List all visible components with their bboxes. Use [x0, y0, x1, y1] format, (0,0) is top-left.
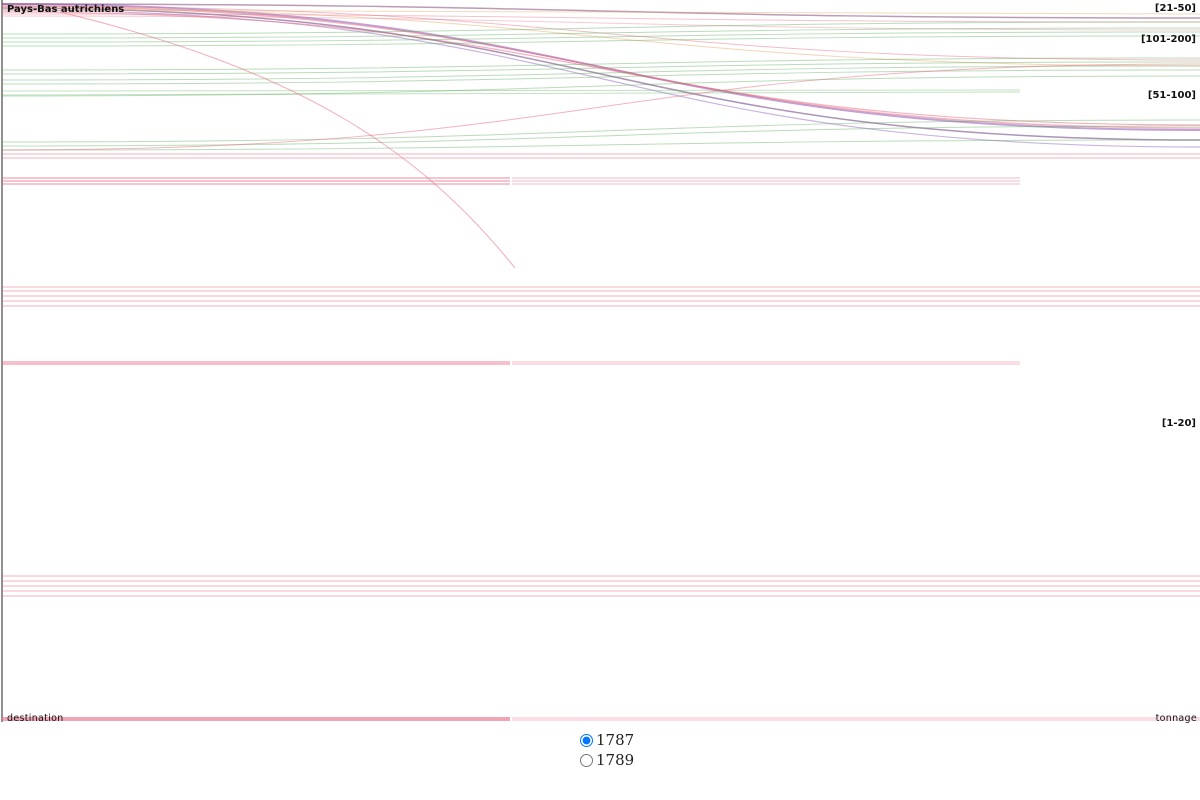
year-option-1789[interactable]: 1789 [578, 750, 658, 770]
right-category-label-1-20: [1-20] [1162, 418, 1196, 429]
year-radio-1787[interactable] [580, 733, 593, 747]
ribbon [1, 91, 1021, 96]
ribbon [1, 75, 1200, 97]
parallel-sets-chart: Pays-Bas autrichiens destination [21-50]… [1, 0, 1200, 724]
right-category-label-101-200: [101-200] [1141, 34, 1196, 45]
ribbon [1, 31, 1200, 43]
ribbon [1, 65, 1200, 81]
ribbon [1, 21, 1200, 35]
right-axis-title: tonnage [1156, 713, 1197, 724]
ribbon [1, 139, 1200, 151]
year-option-1787[interactable]: 1787 [578, 730, 658, 750]
ribbon [1, 13, 1200, 23]
ribbon [1, 5, 1200, 61]
year-label-1787: 1787 [596, 731, 635, 749]
ribbon [59, 11, 516, 269]
ribbon [1, 15, 1200, 31]
ribbon [1, 3, 1200, 19]
ribbon [1, 7, 1200, 141]
right-category-label-21-50: [21-50] [1155, 3, 1196, 14]
ribbon [1, 11, 1200, 126]
year-radio-group: 1787 1789 [578, 730, 658, 770]
ribbon [1, 5, 1200, 129]
year-radio-1789[interactable] [580, 753, 593, 767]
ribbon [1, 61, 1200, 75]
right-category-label-51-100: [51-100] [1148, 90, 1196, 101]
ribbon [1, 63, 1200, 151]
ribbon [1, 119, 1200, 143]
ribbon [1, 35, 1200, 47]
ribbon [1, 69, 1200, 85]
ribbon [1, 89, 1021, 92]
ribbons-group [1, 3, 1200, 721]
ribbon [1, 57, 1200, 71]
ribbon [1, 27, 1200, 39]
ribbon [1, 7, 1200, 67]
year-label-1789: 1789 [596, 751, 635, 769]
left-axis-title: destination [7, 713, 64, 724]
left-category-label: Pays-Bas autrichiens [7, 4, 124, 15]
